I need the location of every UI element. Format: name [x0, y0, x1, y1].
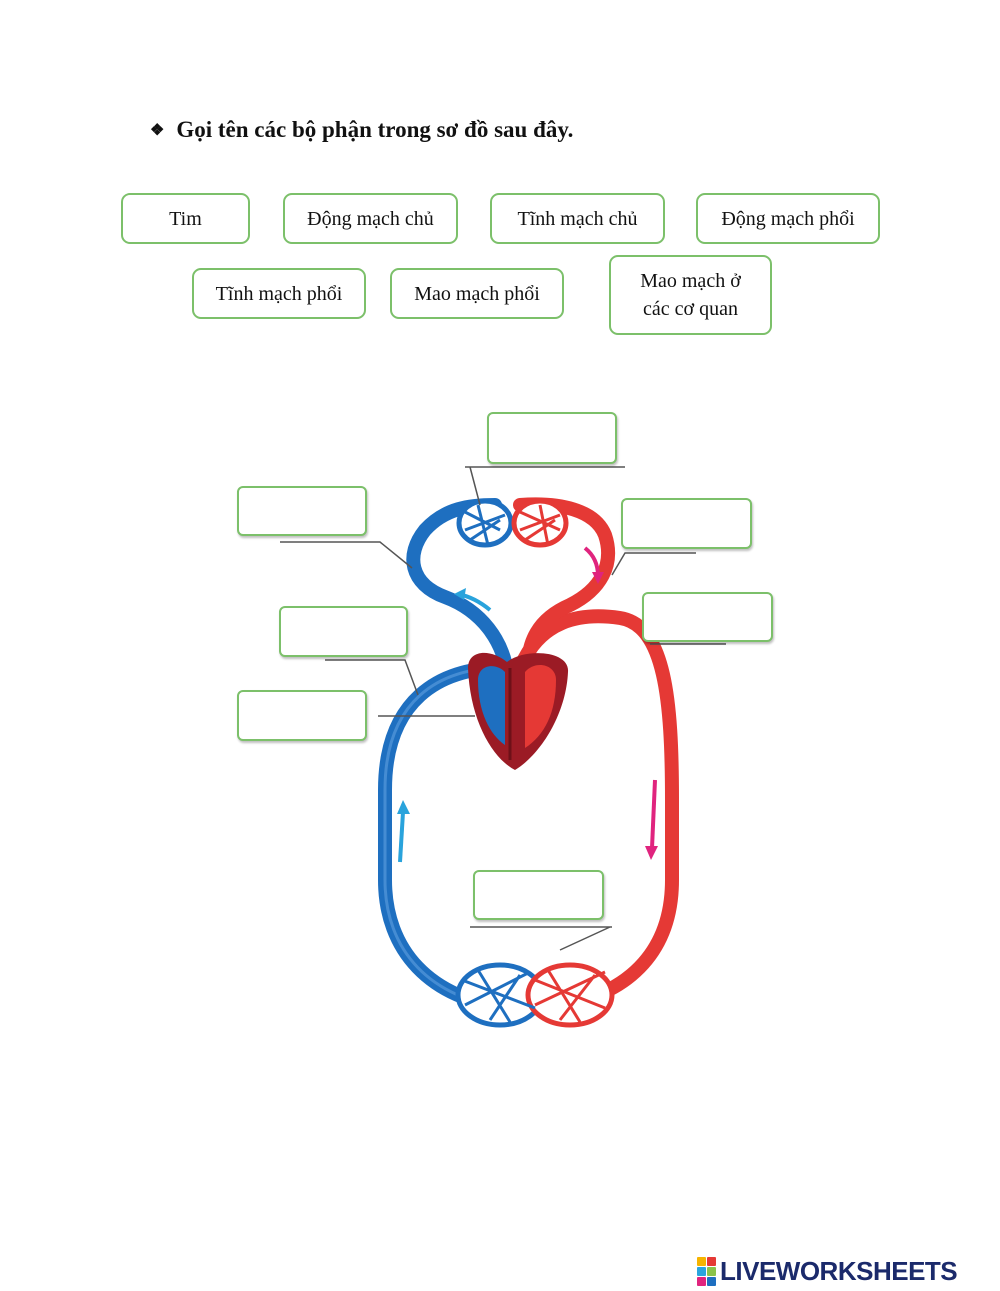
pulmonary-artery — [406, 498, 515, 687]
drop-box-lung-capillaries[interactable] — [487, 412, 617, 464]
arrow-down-systemic — [650, 779, 657, 849]
systemic-artery — [513, 609, 679, 1015]
lung-capillaries — [456, 498, 569, 548]
instruction-heading: ❖ Gọi tên các bộ phận trong sơ đồ sau đâ… — [150, 117, 573, 143]
drop-box-heart[interactable] — [237, 690, 367, 741]
liveworksheets-cubes-icon — [697, 1256, 716, 1286]
pulmonary-vein — [513, 497, 616, 687]
body-capillaries — [455, 962, 615, 1028]
leader-lines — [280, 466, 726, 951]
liveworksheets-logo: LIVEWORKSHEETS — [697, 1255, 958, 1287]
word-chip-tinh-mach-phoi[interactable]: Tĩnh mạch phổi — [192, 268, 366, 319]
drop-box-aorta[interactable] — [642, 592, 773, 642]
word-chip-tim[interactable]: Tim — [121, 193, 250, 244]
diamond-bullet-icon: ❖ — [150, 122, 165, 139]
heart — [468, 652, 569, 770]
instruction-text: Gọi tên các bộ phận trong sơ đồ sau đây. — [176, 117, 574, 142]
word-chip-dong-mach-phoi[interactable]: Động mạch phổi — [696, 193, 880, 244]
word-chip-dong-mach-chu[interactable]: Động mạch chủ — [283, 193, 458, 244]
drop-box-vena-cava[interactable] — [279, 606, 408, 657]
drop-box-pulmonary-artery[interactable] — [237, 486, 367, 536]
logo-text: LIVEWORKSHEETS — [720, 1255, 958, 1286]
word-chip-mao-mach-phoi[interactable]: Mao mạch phổi — [390, 268, 564, 319]
word-chip-tinh-mach-chu[interactable]: Tĩnh mạch chủ — [490, 193, 665, 244]
arrow-up-systemic — [398, 811, 405, 863]
word-chip-mao-mach-co-quan[interactable]: Mao mạch ở các cơ quan — [609, 255, 772, 335]
drop-box-organ-capillaries[interactable] — [473, 870, 604, 920]
flow-arrows — [397, 546, 658, 863]
drop-box-pulmonary-vein[interactable] — [621, 498, 752, 549]
circulation-diagram — [280, 466, 726, 1028]
arrow-down-pulmonary — [583, 546, 600, 577]
